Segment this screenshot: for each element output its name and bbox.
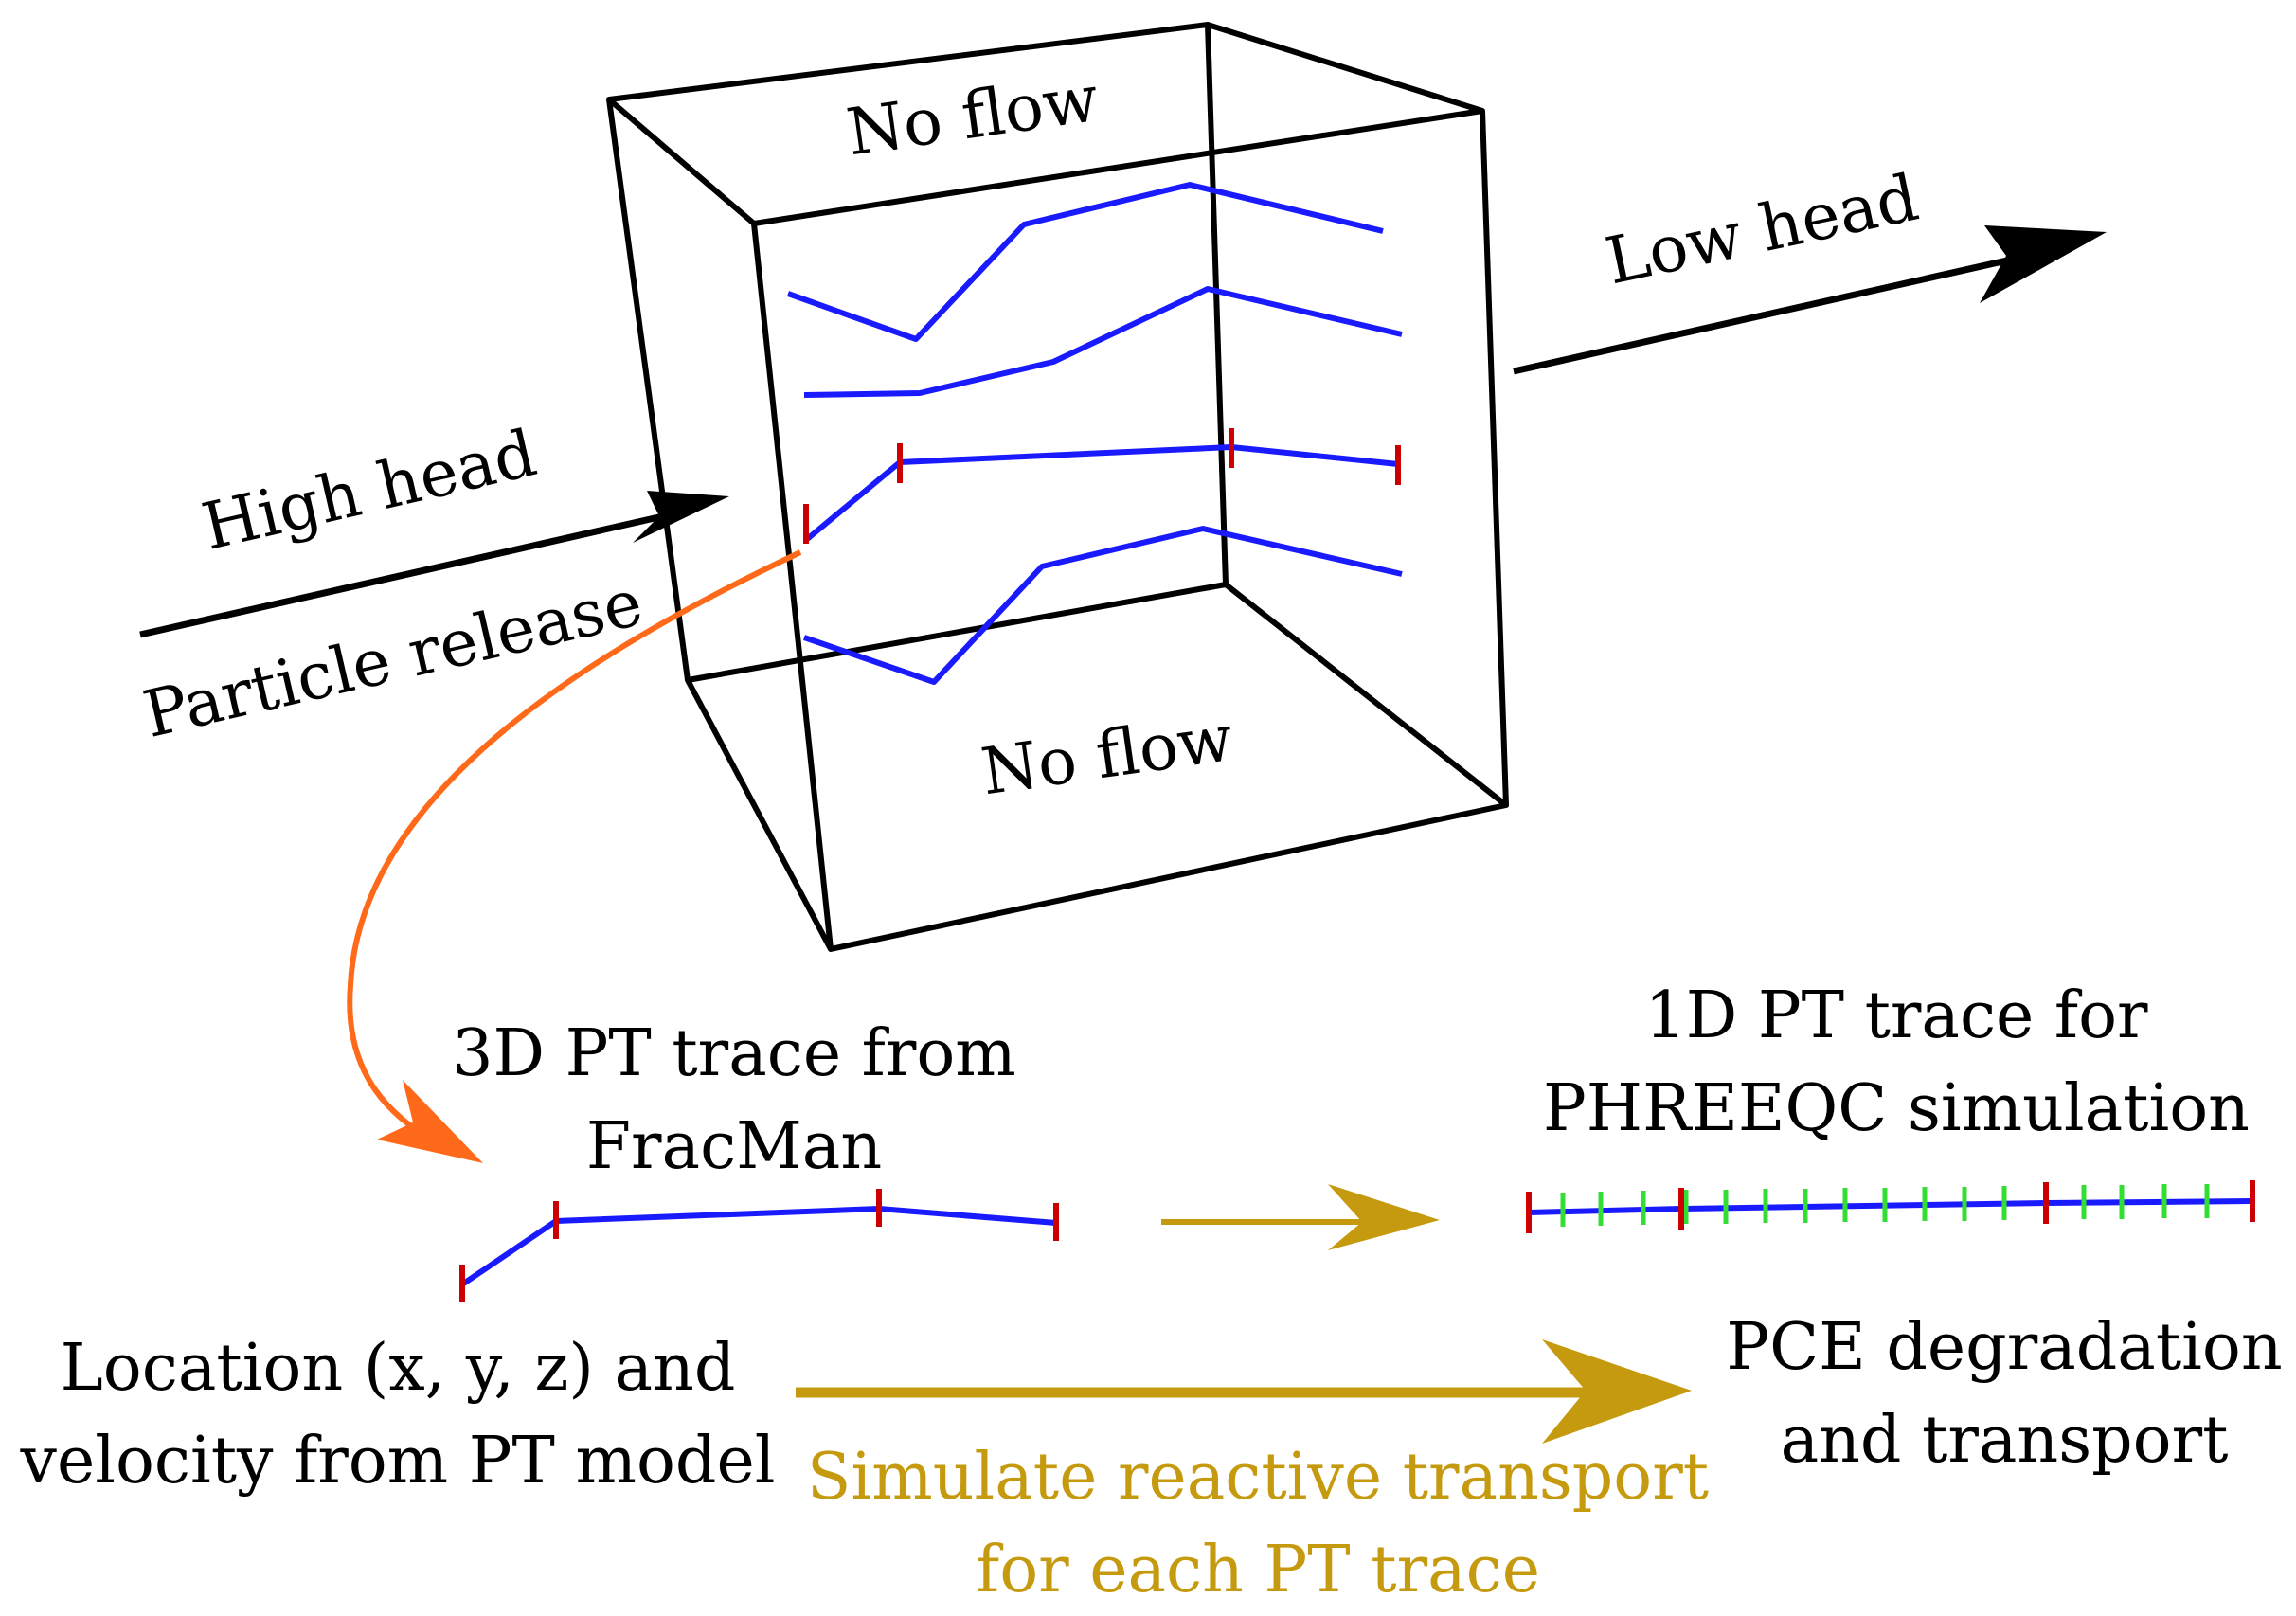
- trace-3d-label-line2: FracMan: [586, 1109, 882, 1184]
- node-ticks: [1526, 1180, 2255, 1233]
- pt-trace-line: [786, 182, 1384, 342]
- orange-curve: [347, 549, 802, 1140]
- trace-3d-fracman: [459, 1189, 1059, 1302]
- location-label-line2: velocity from PT model: [20, 1424, 776, 1499]
- particle-traces-3d: [786, 182, 1403, 685]
- inflow-arrowhead: [633, 491, 729, 543]
- simulation-arrowhead: [1542, 1339, 1692, 1444]
- trace-1d-line: [1528, 1198, 2253, 1215]
- trace-1d-phreeqc: [1526, 1180, 2255, 1233]
- box-edge: [1207, 22, 1483, 114]
- box-edge: [607, 97, 756, 226]
- pce-label-line2: and transport: [1781, 1403, 2229, 1478]
- high-head-label: High head: [196, 416, 544, 566]
- high-head-arrow: [139, 491, 729, 638]
- conversion-arrowhead: [1328, 1184, 1440, 1250]
- low-head-arrow: [1513, 225, 2107, 375]
- outflow-arrow-shaft: [1513, 250, 2037, 375]
- no-flow-top-label: No flow: [842, 62, 1103, 171]
- simulate-label-line1: Simulate reactive transport: [807, 1440, 1709, 1515]
- pt-trace-line: [803, 286, 1403, 398]
- box-front-face: [751, 108, 1509, 952]
- orange-extraction-arrow: [347, 549, 802, 1163]
- outflow-arrowhead: [1980, 225, 2107, 303]
- trace-1d-label-line2: PHREEQC simulation: [1543, 1071, 2250, 1146]
- simulate-label-line2: for each PT trace: [976, 1533, 1540, 1607]
- inflow-arrow-shaft: [139, 512, 664, 638]
- segment-ticks: [1560, 1184, 2210, 1227]
- trace-node-ticks: [803, 428, 1401, 544]
- no-flow-bottom-label: No flow: [977, 701, 1237, 810]
- pt-trace-line: [803, 526, 1403, 685]
- simulation-arrow: [796, 1339, 1692, 1444]
- trace-1d-label-line1: 1D PT trace for: [1644, 979, 2148, 1053]
- trace-3d-label-line1: 3D PT trace from: [452, 1016, 1016, 1091]
- particle-release-label: Particle release: [136, 566, 649, 753]
- location-label-line1: Location (x, y, z) and: [61, 1331, 736, 1406]
- box-edge: [1224, 582, 1508, 808]
- orange-arrowhead: [377, 1080, 483, 1163]
- pce-label-line1: PCE degradation: [1726, 1310, 2282, 1385]
- low-head-label: Low head: [1600, 161, 1925, 300]
- model-domain-box: [606, 22, 1509, 952]
- trace-3d-line: [460, 1206, 1057, 1287]
- conversion-arrow: [1161, 1184, 1440, 1250]
- pt-trace-highlighted: [804, 444, 1399, 543]
- box-edge: [685, 678, 834, 951]
